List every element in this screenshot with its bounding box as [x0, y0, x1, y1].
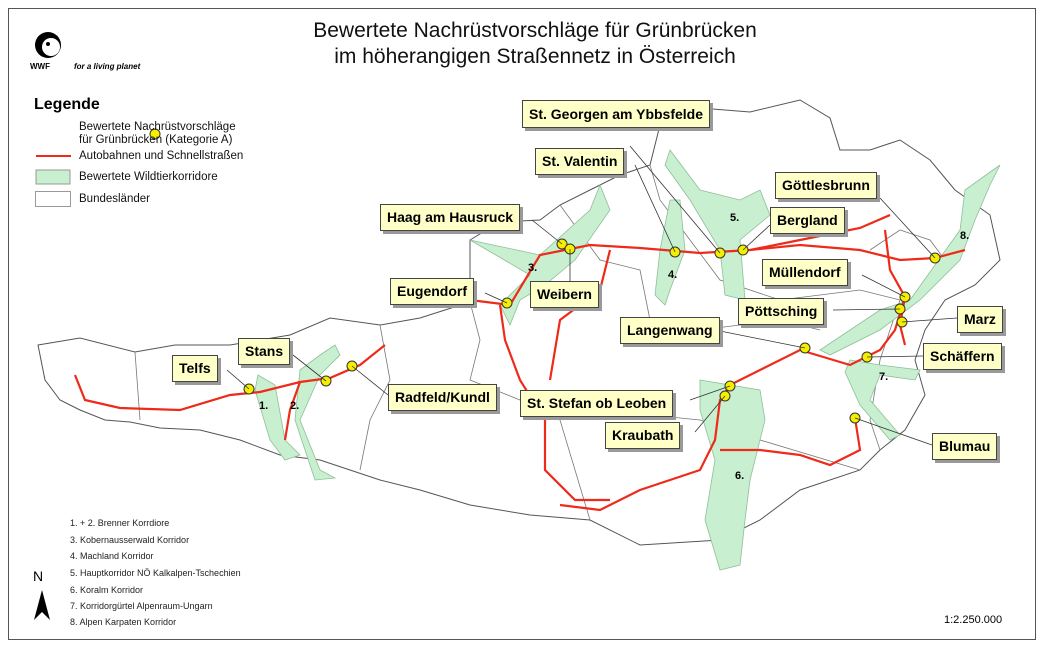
legend-road-label: Autobahnen und Schnellstraßen [79, 150, 244, 162]
leader-lines [226, 145, 958, 446]
label-stans: Stans [238, 338, 291, 365]
corridor-number: 6. [735, 470, 745, 482]
corridor-number: 1. [259, 400, 269, 412]
map-frame [8, 8, 1036, 640]
corridor-number: 5. [730, 212, 740, 224]
label-radfeld-kundl: Radfeld/Kundl [388, 384, 497, 411]
corridor-list-item: 1. + 2. Brenner Korrdiore [70, 518, 170, 528]
legend-state-swatch [35, 191, 71, 207]
corridor-number: 2. [290, 400, 300, 412]
legend-line: für Grünbrücken (Kategorie A) [79, 134, 233, 146]
title-line-2: im höherangigen Straßennetz in Österreic… [334, 45, 736, 68]
wwf-brand: WWF [30, 62, 50, 71]
label-poettsching: Pöttsching [738, 298, 825, 325]
corridor-number: 3. [528, 262, 538, 274]
legend-line: Bewertete Nachrüstvorschläge [79, 121, 236, 133]
corridor-number: 4. [668, 269, 678, 281]
north-label: N [33, 568, 44, 584]
label-goettlesbrunn: Göttlesbrunn [775, 172, 877, 199]
label-eugendorf: Eugendorf [390, 278, 474, 305]
title-line-1: Bewertete Nachrüstvorschläge für Grünbrü… [313, 19, 757, 42]
corridor-list-item: 8. Alpen Karpaten Korridor [70, 617, 177, 627]
austria-outline [37, 99, 1001, 546]
label-st-georgen: St. Georgen am Ybbsfelde [522, 100, 711, 128]
north-arrow [34, 590, 50, 620]
label-kraubath: Kraubath [605, 422, 681, 449]
legend-state-label: Bundesländer [79, 193, 150, 205]
label-blumau: Blumau [932, 433, 998, 460]
corridor-list-item: 7. Korridorgürtel Alpenraum-Ungarn [70, 601, 213, 611]
label-schaeffern: Schäffern [923, 343, 1002, 370]
wwf-panda-logo [35, 32, 61, 58]
corridor-number: 8. [960, 230, 970, 242]
label-bergland: Bergland [770, 207, 845, 234]
label-weibern: Weibern [530, 281, 599, 308]
label-haag: Haag am Hausruck [380, 204, 521, 231]
legend-corridor-label: Bewertete Wildtierkorridore [79, 171, 218, 183]
label-st-valentin: St. Valentin [535, 148, 625, 175]
corridor-number: 7. [879, 371, 889, 383]
wwf-tagline: for a living planet [74, 62, 141, 71]
label-marz: Marz [957, 306, 1003, 333]
map-title: Bewertete Nachrüstvorschläge für Grünbrü… [230, 18, 840, 70]
corridor-list-item: 3. Kobernausserwald Korridor [70, 535, 190, 545]
legend-title: Legende [34, 96, 100, 113]
label-telfs: Telfs [172, 355, 218, 382]
corridor-list-item: 6. Koralm Korridor [70, 585, 144, 595]
label-langenwang: Langenwang [620, 317, 720, 344]
label-st-stefan: St. Stefan ob Leoben [520, 390, 674, 417]
label-muellendorf: Müllendorf [762, 259, 848, 286]
map-scale: 1:2.250.000 [944, 614, 1003, 626]
corridor-list-item: 5. Hauptkorridor NÖ Kalkalpen-Tschechien [70, 568, 241, 578]
corridor-list-item: 4. Machland Korridor [70, 551, 154, 561]
